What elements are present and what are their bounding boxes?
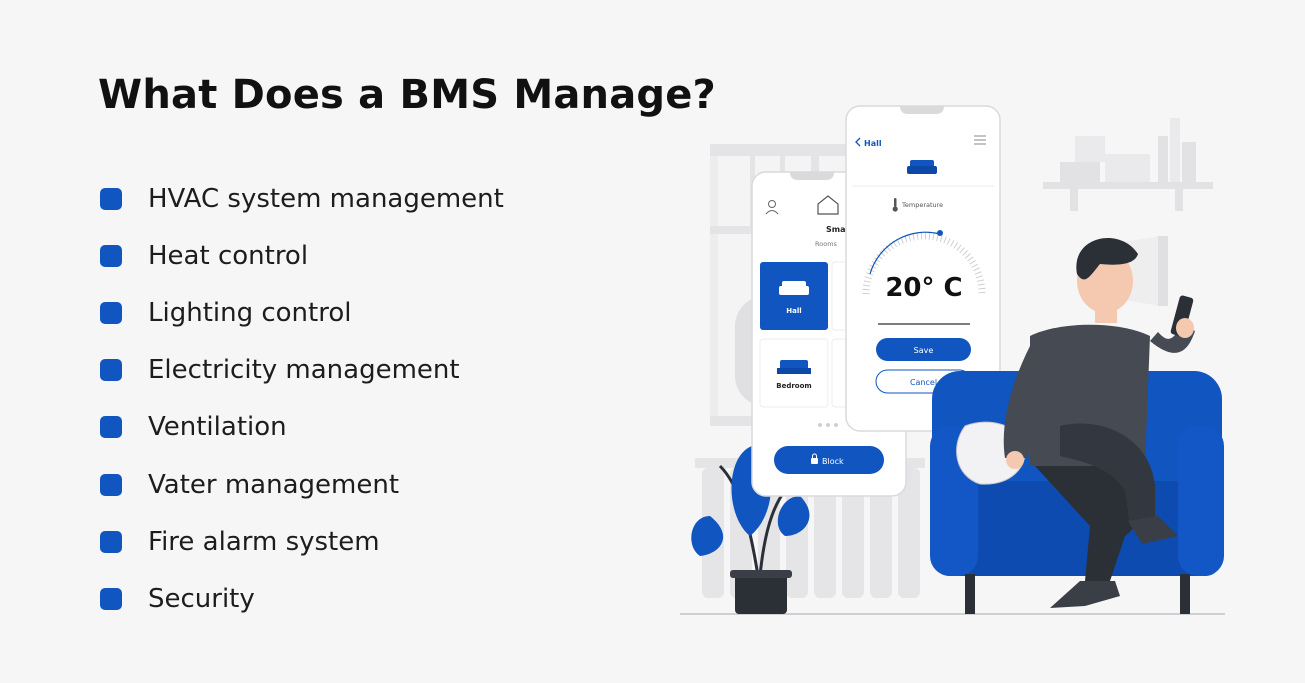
phone-thermostat: Hall Temperature 20° C Save Cancel (845, 105, 1001, 432)
room-hall-label: Hall (786, 307, 801, 315)
shelf-illustration (1043, 118, 1213, 211)
home-icon (817, 195, 839, 215)
list-item-label: Lighting control (148, 297, 352, 328)
bullet-icon (100, 587, 122, 610)
save-button[interactable]: Save (876, 338, 971, 361)
block-button[interactable]: Block (774, 446, 884, 474)
list-item: Security (100, 570, 504, 627)
bms-feature-list: HVAC system management Heat control Ligh… (100, 170, 504, 628)
bullet-icon (100, 301, 122, 324)
sensor-label: Temperature (901, 201, 943, 209)
list-item-label: Ventilation (148, 412, 287, 443)
list-item-label: Security (148, 583, 255, 614)
list-item: Lighting control (100, 284, 504, 341)
bullet-icon (100, 244, 122, 267)
sofa-icon (779, 281, 809, 295)
block-button-label: Block (822, 457, 844, 466)
bullet-icon (100, 187, 122, 210)
room-card-hall[interactable]: Hall (760, 262, 828, 330)
save-button-label: Save (914, 346, 934, 355)
smart-home-illustration: Smart Home Rooms Hall Bedroom (680, 105, 1225, 615)
menu-icon[interactable] (974, 135, 986, 145)
sofa-icon (907, 160, 937, 174)
temperature-dial[interactable] (862, 230, 986, 295)
list-item-label: HVAC system management (148, 183, 504, 214)
bullet-icon (100, 359, 122, 382)
bullet-icon (100, 416, 122, 439)
cancel-button-label: Cancel (910, 378, 937, 387)
bullet-icon (100, 473, 122, 496)
room-card-bedroom[interactable]: Bedroom (759, 338, 829, 408)
list-item: Vater management (100, 456, 504, 513)
list-item-label: Heat control (148, 240, 309, 271)
list-item: HVAC system management (100, 170, 504, 227)
lock-icon (811, 453, 818, 464)
user-icon[interactable] (765, 200, 779, 215)
temperature-readout: 20° C (885, 273, 962, 303)
list-item-label: Fire alarm system (148, 526, 380, 557)
bullet-icon (100, 530, 122, 553)
list-item-label: Vater management (148, 469, 400, 500)
rooms-section-label: Rooms (815, 240, 838, 248)
list-item: Heat control (100, 227, 504, 284)
list-item: Ventilation (100, 399, 504, 456)
back-chevron-icon[interactable] (855, 137, 861, 147)
person-illustration (1003, 237, 1195, 608)
page-title: What Does a BMS Manage? (98, 72, 716, 118)
room-bedroom-label: Bedroom (776, 382, 811, 390)
list-item: Electricity management (100, 342, 504, 399)
pagination-dots (818, 423, 838, 427)
list-item: Fire alarm system (100, 513, 504, 570)
thermometer-icon (892, 198, 898, 212)
bed-icon (777, 360, 811, 374)
back-label[interactable]: Hall (864, 139, 882, 148)
list-item-label: Electricity management (148, 355, 460, 386)
